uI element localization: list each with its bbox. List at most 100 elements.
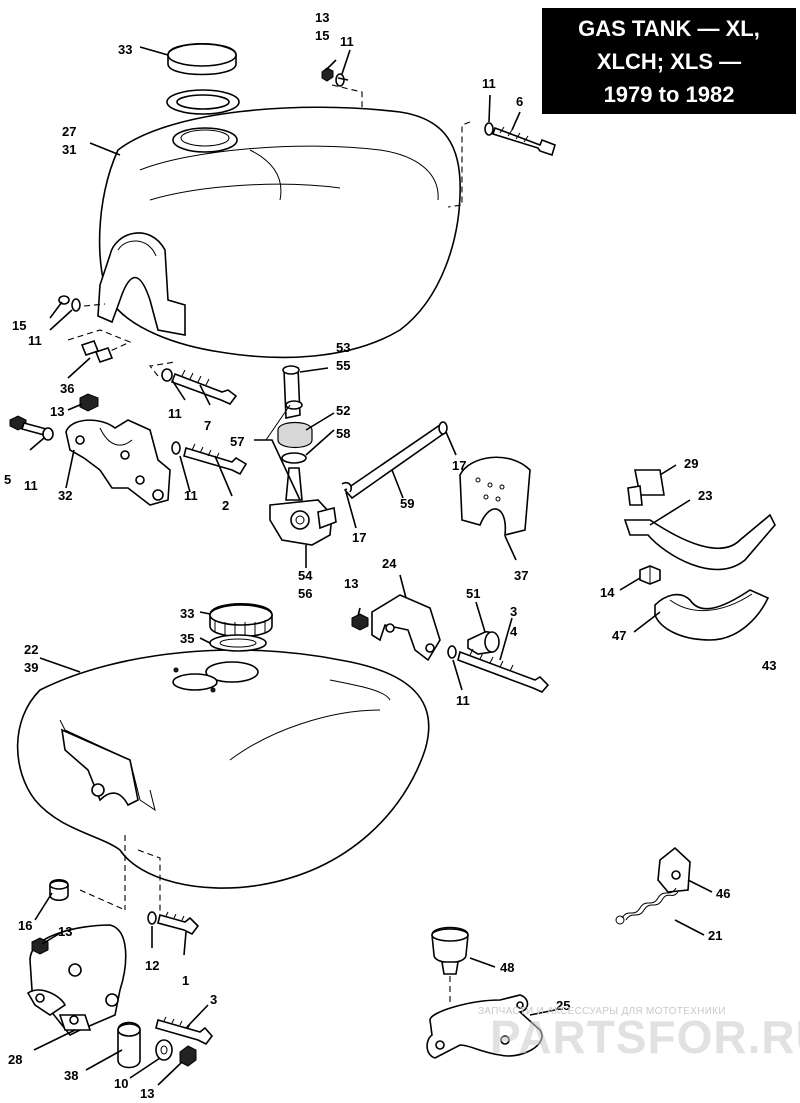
cap-gasket-upper — [166, 89, 240, 115]
callout-labels: 33 13 15 11 11 6 27 31 15 11 36 13 5 11 … — [4, 10, 776, 1101]
watermark-caption: ЗАПЧАСТИ И АКСЕССУАРЫ ДЛЯ МОТОТЕХНИКИ — [478, 1006, 726, 1017]
callout-2: 2 — [222, 498, 229, 513]
washer-10 — [155, 1039, 173, 1061]
callout-3-mount: 3 — [510, 604, 517, 619]
callout-46: 46 — [716, 886, 730, 901]
upper-gas-tank — [97, 106, 461, 359]
strap-23 — [623, 513, 776, 571]
guard-37 — [459, 456, 531, 537]
callout-1: 1 — [182, 973, 189, 988]
callout-10: 10 — [114, 1076, 128, 1091]
callout-27: 27 — [62, 124, 76, 139]
callout-33-low: 33 — [180, 606, 194, 621]
callout-53: 53 — [336, 340, 350, 355]
callout-52: 52 — [336, 403, 350, 418]
screw-5 — [9, 415, 54, 441]
callout-51: 51 — [466, 586, 480, 601]
callout-5: 5 — [4, 472, 11, 487]
callout-7: 7 — [204, 418, 211, 433]
callout-3-low: 3 — [210, 992, 217, 1007]
callout-6: 6 — [516, 94, 523, 109]
callout-47: 47 — [612, 628, 626, 643]
spacer-38 — [117, 1021, 141, 1069]
callout-21: 21 — [708, 928, 722, 943]
lower-dashed-leaders — [79, 835, 161, 915]
callout-13-left: 13 — [50, 404, 64, 419]
callout-15-left: 15 — [12, 318, 26, 333]
callout-39: 39 — [24, 660, 38, 675]
callout-59: 59 — [400, 496, 414, 511]
callout-13-top: 13 — [315, 10, 329, 25]
filler-cap-33-upper — [167, 42, 237, 76]
bracket-46 — [657, 846, 691, 893]
callout-31: 31 — [62, 142, 76, 157]
callout-38: 38 — [64, 1068, 78, 1083]
callout-17-b: 17 — [352, 530, 366, 545]
bolt-1 — [157, 911, 200, 936]
callout-16: 16 — [18, 918, 32, 933]
bracket-24 — [371, 594, 441, 662]
title-line-2: XLCH; XLS — — [596, 49, 742, 74]
callout-29: 29 — [684, 456, 698, 471]
callout-11-bolt6: 11 — [482, 76, 496, 91]
pad-47 — [654, 589, 770, 641]
callout-32: 32 — [58, 488, 72, 503]
callout-12: 12 — [145, 958, 159, 973]
spacers-36 — [67, 329, 132, 363]
left-washers-15-11 — [58, 295, 106, 312]
callout-11-mount: 11 — [456, 693, 470, 708]
washer-12 — [147, 911, 157, 925]
callout-55: 55 — [336, 358, 350, 373]
bracket-28 — [26, 924, 127, 1037]
callout-11-b2: 11 — [184, 488, 198, 503]
callout-24: 24 — [382, 556, 397, 571]
clip-29 — [627, 469, 665, 506]
title-line-3: 1979 to 1982 — [603, 82, 735, 107]
lower-gas-tank — [16, 649, 430, 889]
callout-56: 56 — [298, 586, 312, 601]
bolt-2 — [171, 441, 248, 476]
callout-36: 36 — [60, 381, 74, 396]
nut-13-bottom — [179, 1045, 197, 1067]
bolt-6 — [447, 121, 556, 208]
callout-57: 57 — [230, 434, 244, 449]
nut-14 — [639, 565, 661, 585]
callout-33-top: 33 — [118, 42, 132, 57]
gasket-35 — [209, 634, 267, 652]
callout-35: 35 — [180, 631, 194, 646]
rubber-16 — [49, 878, 69, 902]
plate-25 — [426, 994, 543, 1059]
callout-43: 43 — [762, 658, 776, 673]
filler-cap-33-lower — [209, 602, 273, 638]
callout-15-top: 15 — [315, 28, 329, 43]
knob-51 — [467, 631, 500, 655]
bolt-3-mount — [447, 645, 550, 693]
callout-13-mount: 13 — [344, 576, 358, 591]
stud-3-lower — [155, 1016, 214, 1046]
watermark-brand: PARTSFOR.RU — [490, 1011, 800, 1063]
callout-13-bottom: 13 — [140, 1086, 154, 1101]
bolt-7 — [148, 361, 238, 405]
bracket-32 — [65, 419, 171, 506]
callout-11-left: 11 — [28, 333, 42, 348]
leader-lines — [29, 46, 713, 1086]
bumper-48 — [431, 926, 469, 1005]
callout-37: 37 — [514, 568, 528, 583]
nut-13-left — [79, 393, 99, 412]
callout-13-low: 13 — [58, 924, 72, 939]
callout-11-top: 11 — [340, 34, 354, 49]
spring-21 — [615, 887, 679, 925]
callout-4: 4 — [510, 624, 518, 639]
callout-48: 48 — [500, 960, 514, 975]
diagram-title-box: GAS TANK — XL, XLCH; XLS — 1979 to 1982 — [542, 8, 796, 114]
callout-17-a: 17 — [452, 458, 466, 473]
callout-25: 25 — [556, 998, 570, 1013]
fuel-line-59 — [341, 421, 448, 500]
callout-28: 28 — [8, 1052, 22, 1067]
callout-11-mid: 11 — [168, 406, 182, 421]
nut-13-mount — [351, 613, 369, 631]
nut-13-lower — [31, 937, 49, 955]
callout-22: 22 — [24, 642, 38, 657]
callout-14: 14 — [600, 585, 615, 600]
